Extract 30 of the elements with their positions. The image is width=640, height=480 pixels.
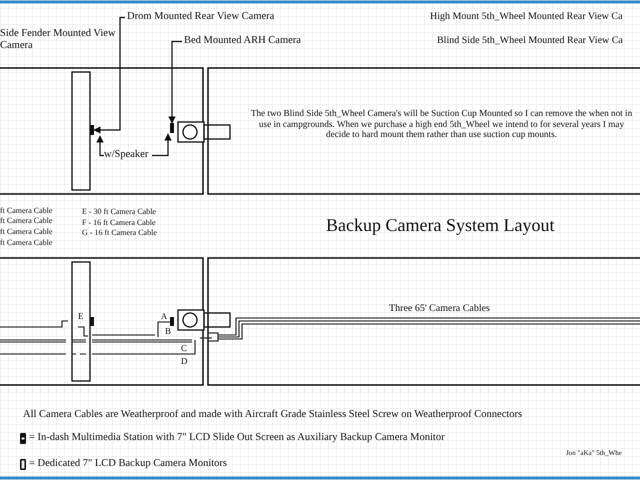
callout-text: Bed Mounted ARH Camera [184,35,369,48]
cable-legend-text: E - 30 ft Camera Cable [82,207,156,216]
camera-marker [90,125,94,135]
camera-label: High Mount 5th_Wheel Mounted Rear View Ca [430,11,623,22]
cable-letter: D [181,356,188,366]
cable-label: Three 65' Camera Cables [389,303,490,314]
callout-text: Drom Mounted Rear View Camera [127,11,287,24]
cable-letter: A [161,312,168,322]
cable-letter: B [165,326,172,336]
camera-label: Blind Side 5th_Wheel Mounted Rear View Ca [437,35,623,46]
leader-line [96,135,104,156]
cable-legend-text: G - 16 ft Camera Cable [82,228,157,238]
cable-legend-text: F - 16 ft Camera Cable [82,218,156,228]
leader-line [93,16,125,134]
cable-legend-text: ft Camera Cable [0,227,52,236]
leader-line [168,40,182,124]
camera-marker [170,123,174,133]
note-text: All Camera Cables are Weatherproof and made with Aircraft Grade Stainless Steel Screw on Weatherproof Connectors [23,409,522,422]
label: Side Fender Mounted View Camera [0,28,117,52]
diagram-title: Backup Camera System Layout [326,215,554,236]
callout-text: w/Speaker [104,149,152,162]
note-text: The two Blind Side 5th_Wheel Camera's will be Suction Cup Mounted so I can remove the when not in use in campgrounds. When we purchase a high end 5th_Wheel we intend to for several years I may decide to hard mount them rather than use suction cup mounts. [250,108,634,140]
cable-letter: E [78,311,84,322]
leader-line [152,133,172,156]
legend-text: = Dedicated 7" LCD Backup Camera Monitors [29,458,227,470]
legend-text: = In-dash Multimedia Station with 7" LCD Slide Out Screen as Auxiliary Backup Camera Monitor [29,432,445,444]
cable-legend-text: ft Camera Cable [0,206,52,216]
cable-legend-text: ft Camera Cable [0,216,52,226]
cable-legend-text: ft Camera Cable [0,238,52,248]
cable-letter: C [181,343,188,354]
